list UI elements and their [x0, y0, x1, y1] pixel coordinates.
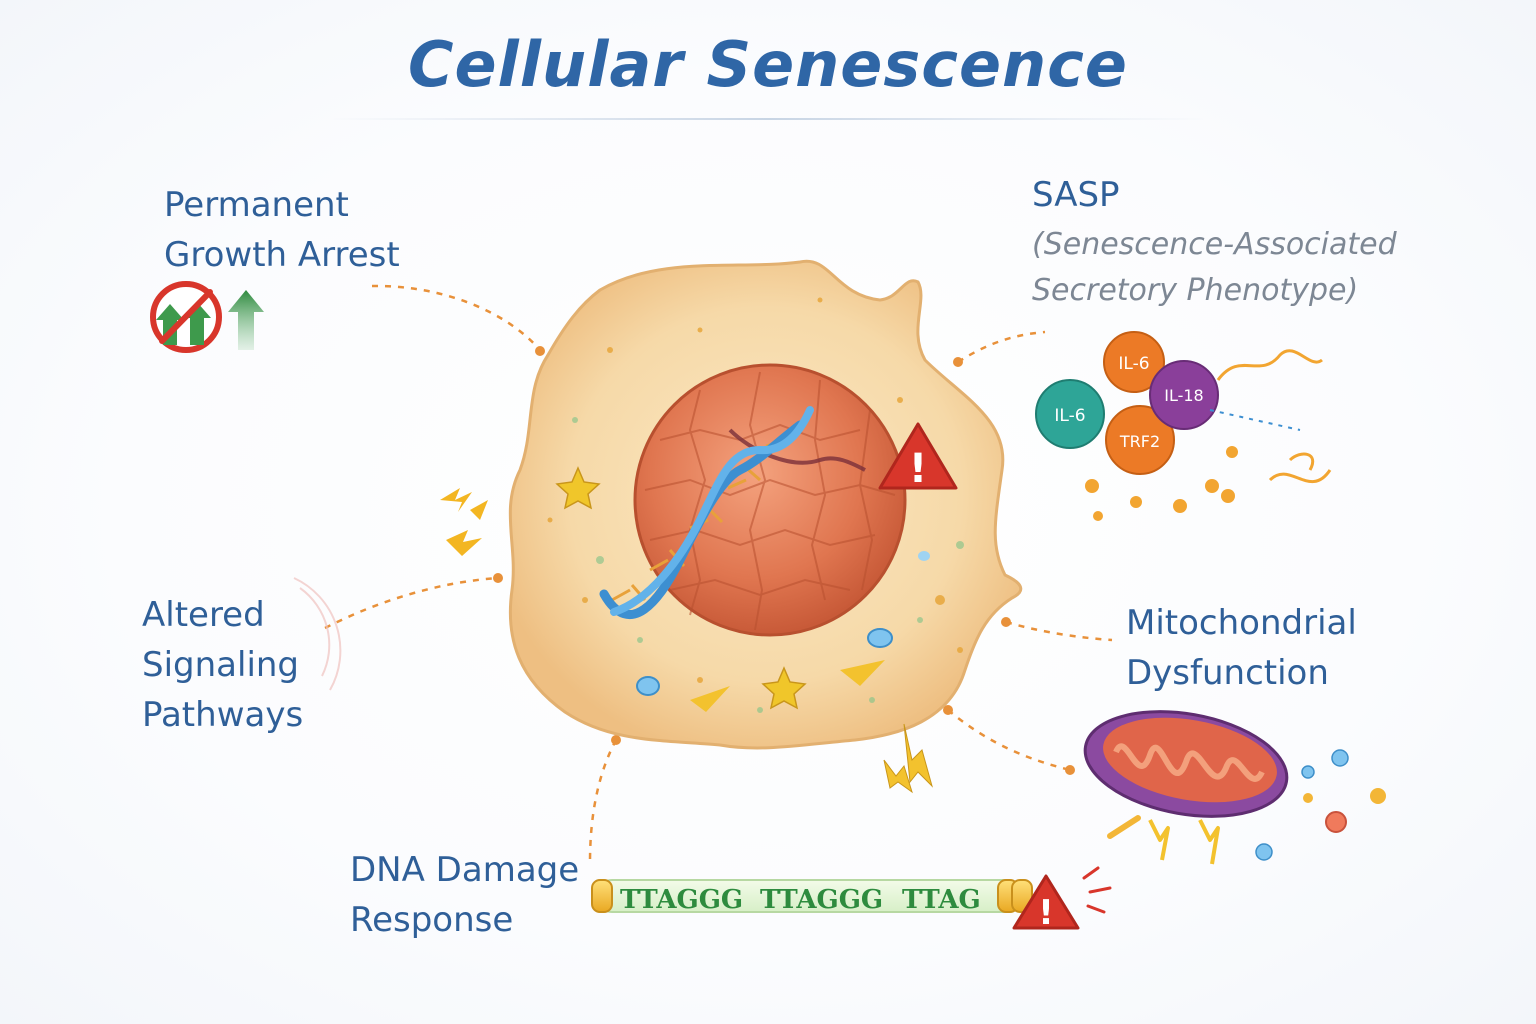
connector-dna-damage: [588, 739, 618, 863]
lightning-icon: [883, 723, 933, 794]
sasp-factor-trf2: [1105, 405, 1175, 475]
connector-dot: [1001, 617, 1011, 627]
sasp-factor-label: TRF2: [1119, 432, 1160, 451]
star-icon: [761, 666, 807, 710]
title-divider: [330, 118, 1206, 120]
label-mitochondrial-line1: Mitochondrial: [1126, 603, 1357, 643]
star-icon: [555, 466, 601, 510]
sasp-factor-il6-orange: [1103, 331, 1165, 393]
label-dna-damage-line1: DNA Damage: [350, 850, 580, 890]
label-sasp-full: (Senescence-Associated Secretory Phenoty…: [1032, 222, 1397, 314]
senescent-cell: [508, 259, 1023, 750]
no-growth-icon: [150, 281, 222, 353]
telomere-repeat: TTAGGG: [760, 885, 883, 915]
sasp-factor-il18: [1149, 360, 1219, 430]
spark-icon: [690, 686, 730, 712]
label-sasp-full-line2: Secretory Phenotype): [1032, 273, 1359, 308]
label-growth-arrest-line2: Growth Arrest: [164, 235, 400, 275]
label-altered-signaling-line3: Pathways: [142, 695, 304, 735]
vesicle-icon: [867, 628, 893, 648]
connectors: [324, 284, 1113, 863]
connector-dot: [1065, 765, 1075, 775]
sasp-factor-label: IL-6: [1118, 354, 1149, 374]
warning-glyph: !: [1038, 893, 1054, 933]
sasp-factor-label: IL-18: [1164, 386, 1203, 405]
connector-sasp: [957, 330, 1046, 364]
vesicle-icon: [636, 676, 660, 696]
connector-dot: [493, 573, 503, 583]
lightning-icon: [440, 488, 488, 556]
telomere-repeat: TTAG: [902, 885, 981, 915]
label-mitochondrial-line2: Dysfunction: [1126, 653, 1329, 693]
label-mitochondrial: Mitochondrial Dysfunction: [1126, 598, 1357, 698]
telomere-cap: [591, 879, 613, 913]
label-altered-signaling: Altered Signaling Pathways: [142, 590, 303, 740]
label-growth-arrest: Permanent Growth Arrest: [164, 180, 400, 280]
label-growth-arrest-line1: Permanent: [164, 185, 349, 225]
spark-icon: [840, 660, 885, 686]
growth-arrow-icon: [228, 290, 264, 350]
telomere-cap: [1011, 879, 1033, 913]
connector-dot: [953, 357, 963, 367]
label-dna-damage: DNA Damage Response: [350, 845, 579, 945]
label-dna-damage-line2: Response: [350, 900, 514, 940]
connector-mitochondrion: [947, 709, 1071, 772]
connector-dot: [943, 705, 953, 715]
nucleus: [633, 363, 907, 637]
connector-altered-signaling: [324, 576, 499, 630]
connector-dot: [535, 346, 545, 356]
page-title: Cellular Senescence: [408, 28, 1128, 101]
label-altered-signaling-line2: Signaling: [142, 645, 300, 685]
warning-icon: !: [1012, 866, 1112, 933]
telomere-repeat: TTAGGG: [620, 885, 743, 915]
label-sasp-full-line1: (Senescence-Associated: [1032, 227, 1397, 262]
telomere-strand: TTAGGG TTAGGG TTAG: [591, 879, 1033, 915]
ros-particles: [1107, 749, 1386, 865]
connector-dot: [611, 735, 621, 745]
connector-dots: [493, 346, 1075, 775]
connector-mitochondrial: [1005, 620, 1113, 642]
label-sasp: SASP: [1032, 170, 1120, 220]
sasp-cluster: IL-6 IL-18 IL-6 TRF2: [1035, 331, 1332, 521]
sasp-factor-label: IL-6: [1054, 406, 1085, 426]
sasp-factor-il6-teal: [1035, 379, 1105, 449]
label-sasp-text: SASP: [1032, 175, 1120, 215]
dna-helix-icon: [599, 406, 814, 620]
connector-growth-arrest: [371, 284, 541, 351]
telomere-cap: [997, 879, 1019, 913]
warning-icon: !: [878, 422, 958, 492]
mitochondrion-icon: [1083, 710, 1289, 818]
warning-glyph: !: [909, 446, 927, 492]
label-altered-signaling-line1: Altered: [142, 595, 265, 635]
